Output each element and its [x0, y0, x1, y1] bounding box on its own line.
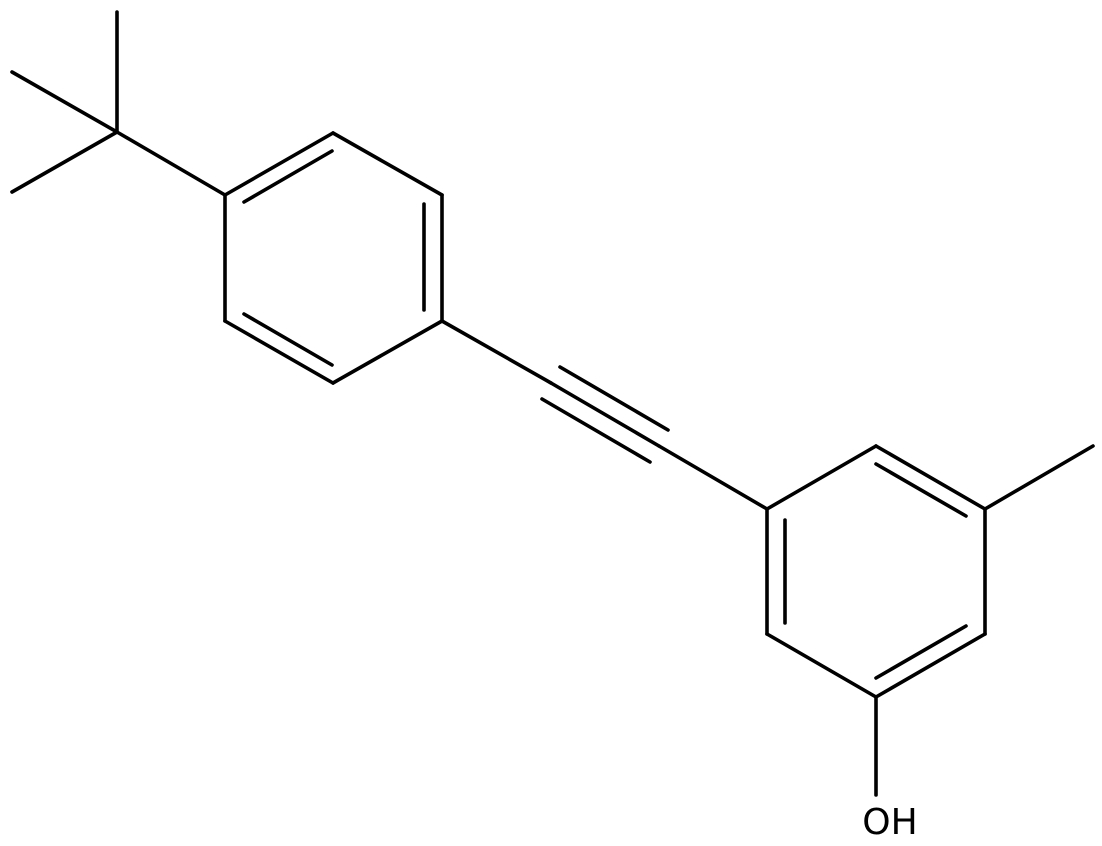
- ring1-bond-5: [223, 319, 335, 385]
- ring1-bond-2: [331, 131, 444, 197]
- ring2-bond-1: [765, 444, 878, 511]
- ring1-bond-1: [223, 131, 335, 197]
- ring2-bond-4: [874, 632, 987, 699]
- tert-butyl-group: [10, 10, 227, 197]
- hydroxyl-label: OH: [862, 802, 917, 843]
- ring2-double-inner-1: [874, 462, 968, 518]
- benzene-ring-left: [223, 131, 444, 385]
- bond-alkyne-to-ring2: [657, 444, 769, 511]
- alkyne-linker: [440, 319, 769, 511]
- ring2-bond-5: [765, 632, 878, 699]
- bond-tbutyl-methyl-left-upper: [10, 70, 119, 134]
- bond-tbutyl-methyl-left-lower: [10, 130, 119, 194]
- triple-bond-upper: [558, 365, 670, 432]
- bond-ring1-to-alkyne: [440, 319, 553, 385]
- ring2-double-inner-2: [874, 624, 968, 680]
- bond-methyl: [983, 444, 1095, 511]
- triple-bond-center: [549, 381, 661, 448]
- ring2-bond-2: [874, 444, 987, 511]
- bond-tbutyl-to-ring: [115, 130, 227, 197]
- ring1-double-inner-1: [242, 149, 334, 204]
- ring1-double-inner-3: [242, 312, 334, 367]
- ring1-bond-4: [331, 319, 444, 385]
- benzene-ring-right: [765, 444, 987, 699]
- triple-bond-lower: [540, 397, 652, 464]
